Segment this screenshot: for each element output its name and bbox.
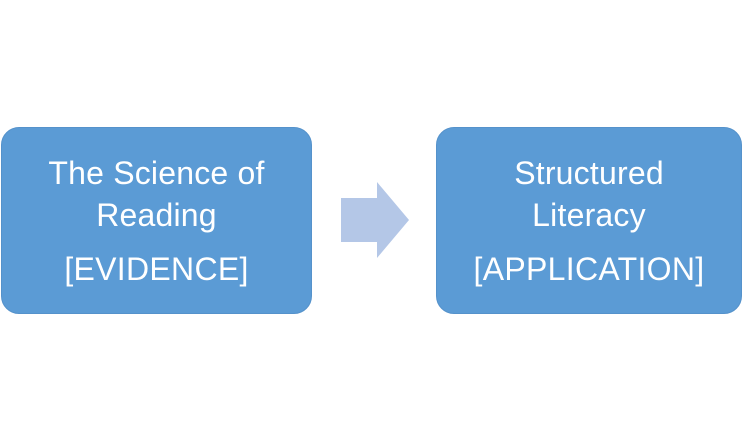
science-of-reading-title: The Science of Reading bbox=[48, 154, 265, 233]
right-arrow-icon bbox=[341, 182, 409, 258]
structured-literacy-box: Structured Literacy [APPLICATION] bbox=[436, 127, 742, 314]
structured-literacy-title: Structured Literacy bbox=[514, 154, 664, 233]
right-arrow-shape bbox=[341, 182, 409, 258]
application-label: [APPLICATION] bbox=[473, 250, 705, 287]
science-of-reading-box: The Science of Reading [EVIDENCE] bbox=[1, 127, 312, 314]
evidence-label: [EVIDENCE] bbox=[64, 250, 249, 287]
